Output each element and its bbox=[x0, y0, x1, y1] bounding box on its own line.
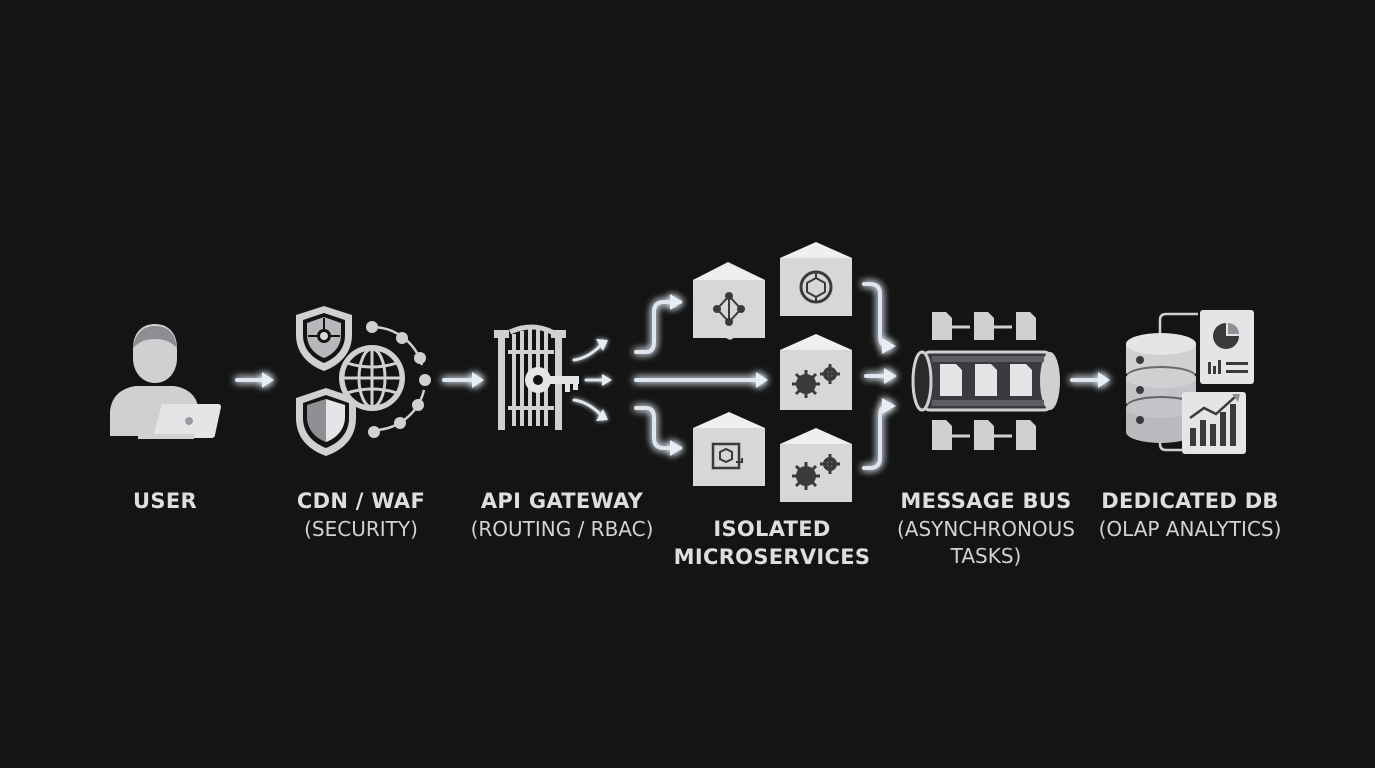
user-title: USER bbox=[133, 489, 197, 513]
service-cube-d bbox=[693, 412, 765, 486]
service-cube-e bbox=[780, 428, 852, 502]
message-bus-subtitle-line2: TASKS) bbox=[950, 544, 1022, 568]
user-laptop-icon bbox=[110, 324, 221, 439]
dedicated-db-subtitle: (OLAP ANALYTICS) bbox=[1099, 517, 1282, 541]
service-cube-a bbox=[693, 262, 765, 340]
arrow-bus-to-db bbox=[1070, 372, 1110, 388]
database-analytics-icon bbox=[1126, 310, 1254, 454]
microservices-title-line2: MICROSERVICES bbox=[674, 545, 871, 569]
label-api-gateway: API GATEWAY (ROUTING / RBAC) bbox=[471, 489, 654, 541]
dedicated-db-title: DEDICATED DB bbox=[1101, 489, 1279, 513]
cdn-waf-subtitle: (SECURITY) bbox=[304, 517, 418, 541]
arrow-gateway-to-microservices bbox=[634, 294, 768, 456]
message-queue-icon bbox=[911, 312, 1060, 450]
service-cube-c bbox=[780, 334, 852, 410]
arrow-cdn-to-gateway bbox=[442, 372, 484, 388]
service-cubes-icon bbox=[693, 242, 852, 502]
microservices-title-line1: ISOLATED bbox=[713, 517, 830, 541]
api-gateway-title: API GATEWAY bbox=[481, 489, 644, 513]
label-user: USER bbox=[133, 489, 197, 513]
label-microservices: ISOLATED MICROSERVICES bbox=[674, 517, 871, 569]
cdn-waf-title: CDN / WAF bbox=[297, 489, 425, 513]
label-message-bus: MESSAGE BUS (ASYNCHRONOUS TASKS) bbox=[897, 489, 1075, 568]
message-bus-subtitle-line1: (ASYNCHRONOUS bbox=[897, 517, 1075, 541]
message-bus-title: MESSAGE BUS bbox=[900, 489, 1071, 513]
label-dedicated-db: DEDICATED DB (OLAP ANALYTICS) bbox=[1099, 489, 1282, 541]
arrow-microservices-to-bus bbox=[862, 282, 897, 470]
service-cube-b bbox=[780, 242, 852, 316]
api-gateway-subtitle: (ROUTING / RBAC) bbox=[471, 517, 654, 541]
shield-globe-icon bbox=[296, 306, 431, 456]
arrow-user-to-cdn bbox=[235, 372, 274, 388]
gate-key-icon bbox=[494, 324, 612, 430]
label-cdn-waf: CDN / WAF (SECURITY) bbox=[297, 489, 425, 541]
